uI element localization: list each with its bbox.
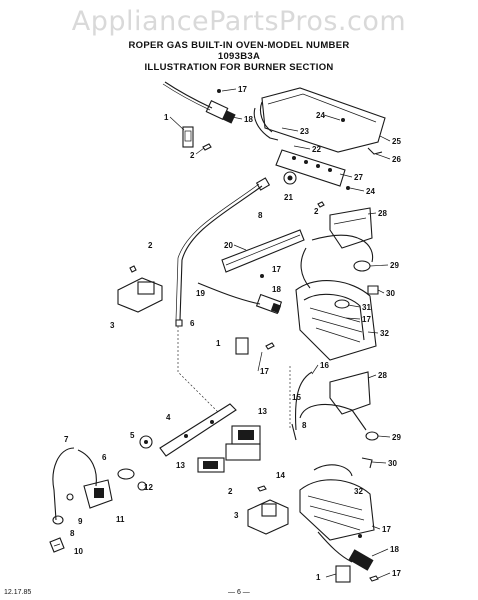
callout-labels: 17 18 1 2 24 23 22 25 26 27 21 2 24 8 28…: [64, 85, 401, 582]
callout-15: 15: [292, 393, 301, 402]
callout-3b: 3: [234, 511, 239, 520]
callout-8c: 8: [70, 529, 75, 538]
valve-knob-parts: [117, 435, 153, 491]
lower-supply-pipe: [291, 403, 379, 469]
callout-17c: 17: [362, 315, 371, 324]
callout-2c: 2: [148, 241, 153, 250]
callout-17e: 17: [382, 525, 391, 534]
callout-6b: 6: [102, 453, 107, 462]
callout-7: 7: [64, 435, 69, 444]
gas-supply-tube: [175, 177, 271, 327]
valve-bracket-lower: [247, 485, 289, 535]
leader-lines: [169, 88, 391, 579]
callout-28: 28: [378, 209, 387, 218]
callout-2: 2: [190, 151, 195, 160]
callout-14: 14: [276, 471, 285, 480]
callout-32b: 32: [354, 487, 363, 496]
callout-3: 3: [110, 321, 115, 330]
callout-25: 25: [392, 137, 401, 146]
callout-29: 29: [390, 261, 399, 270]
main-burner-lower: [299, 464, 375, 541]
diagram-title: ROPER GAS BUILT-IN OVEN-MODEL NUMBER: [128, 40, 350, 51]
callout-1: 1: [164, 113, 169, 122]
callout-2d: 2: [228, 487, 233, 496]
callout-9: 9: [78, 517, 83, 526]
callout-24b: 24: [366, 187, 375, 196]
callout-24: 24: [316, 111, 325, 120]
callout-1b: 1: [216, 339, 221, 348]
heat-shield-lower: [329, 371, 371, 415]
top-igniter-assembly: [162, 81, 236, 124]
orifice-fitting: [283, 171, 325, 208]
bracket-top: [182, 126, 212, 151]
callout-30: 30: [386, 289, 395, 298]
callout-10: 10: [74, 547, 83, 556]
callout-17: 17: [238, 85, 247, 94]
connector-lines: [177, 326, 313, 431]
callout-18: 18: [244, 115, 253, 124]
watermark: AppliancePartsPros.com: [71, 6, 407, 37]
callout-8: 8: [258, 211, 263, 220]
callout-6: 6: [190, 319, 195, 328]
callout-20: 20: [224, 241, 233, 250]
lower-igniter: [317, 531, 379, 583]
model-number: 1093B3A: [217, 51, 261, 62]
gas-manifold: [159, 403, 237, 457]
callout-5: 5: [130, 431, 135, 440]
callout-28b: 28: [378, 371, 387, 380]
callout-26: 26: [392, 155, 401, 164]
callout-18b: 18: [272, 285, 281, 294]
callout-19: 19: [196, 289, 205, 298]
callout-23: 23: [300, 127, 309, 136]
footer-page: — 6 —: [228, 589, 250, 596]
callout-2b: 2: [314, 207, 319, 216]
callout-12: 12: [144, 483, 153, 492]
baffle-plate: [221, 229, 305, 273]
thermostat-assembly: [49, 447, 113, 553]
callout-17b: 17: [272, 265, 281, 274]
callout-8b: 8: [302, 421, 307, 430]
lower-igniter-wire: [197, 274, 283, 315]
top-burner-tube: [253, 87, 386, 155]
callout-22: 22: [312, 145, 321, 154]
callout-4: 4: [166, 413, 171, 422]
burner-valves: [197, 425, 261, 473]
diagram-subtitle: ILLUSTRATION FOR BURNER SECTION: [144, 62, 334, 73]
callout-31: 31: [362, 303, 371, 312]
valve-bracket-left: [117, 265, 163, 313]
callout-17f: 17: [392, 569, 401, 578]
callout-29b: 29: [392, 433, 401, 442]
clip-small: [334, 285, 379, 309]
main-burner-middle: [295, 234, 377, 361]
igniter-bracket-middle: [235, 337, 275, 355]
callout-16: 16: [320, 361, 329, 370]
heat-shield-upper: [329, 207, 373, 249]
callout-17d: 17: [260, 367, 269, 376]
callout-21: 21: [284, 193, 293, 202]
callout-32: 32: [380, 329, 389, 338]
callout-13: 13: [258, 407, 267, 416]
spreader-plate: [275, 149, 350, 190]
callout-30b: 30: [388, 459, 397, 468]
footer-date: 12.17.85: [4, 589, 32, 596]
callout-13b: 13: [176, 461, 185, 470]
callout-1c: 1: [316, 573, 321, 582]
callout-18c: 18: [390, 545, 399, 554]
callout-27: 27: [354, 173, 363, 182]
callout-11: 11: [116, 515, 125, 524]
